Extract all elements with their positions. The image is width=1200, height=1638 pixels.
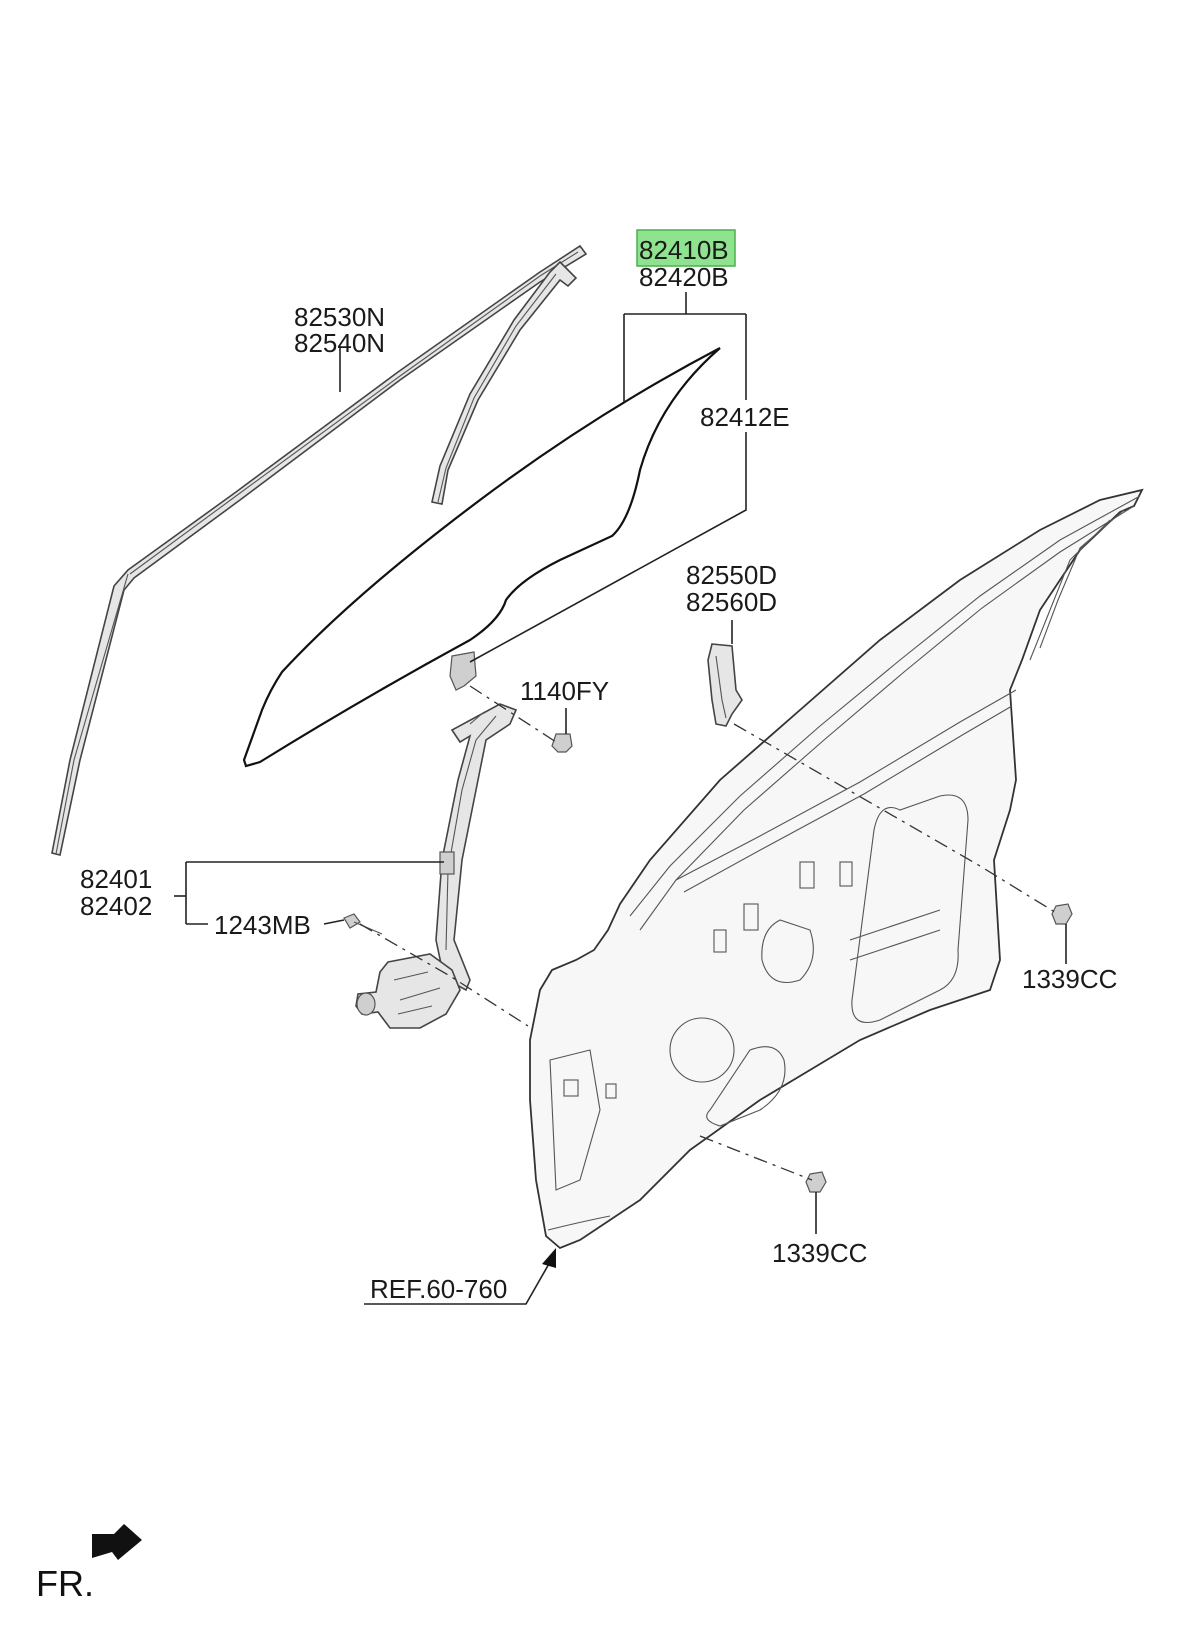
lower-channel[interactable] [707,643,743,727]
window-regulator[interactable] [435,703,518,992]
bolt-1243mb[interactable] [343,913,383,935]
label-82560d[interactable]: 82560D [686,587,777,617]
leader-lines [174,292,1067,1305]
label-1339cc-upper[interactable]: 1339CC [1022,964,1117,994]
door-inner-panel[interactable] [529,488,1144,1250]
label-82402[interactable]: 82402 [80,891,152,921]
arrow-down-left-icon [92,1524,142,1560]
alignment-lines [359,685,1059,1181]
door-run-channel[interactable] [51,244,588,856]
label-82540n[interactable]: 82540N [294,328,385,358]
label-1243mb[interactable]: 1243MB [214,910,311,940]
label-1140fy[interactable]: 1140FY [520,676,609,706]
nut-lower[interactable] [805,1171,827,1193]
glass-holder-bracket[interactable] [449,651,477,691]
front-indicator: FR. [36,1524,142,1604]
door-glass[interactable] [242,347,721,768]
regulator-motor[interactable] [355,953,461,1029]
label-82401[interactable]: 82401 [80,864,152,894]
label-82420b[interactable]: 82420B [639,262,729,292]
division-channel[interactable] [431,260,578,505]
highlight-box [636,229,736,267]
label-1339cc-lower[interactable]: 1339CC [772,1238,867,1268]
bolt-1140fy[interactable] [551,733,573,753]
nut-upper[interactable] [1051,903,1073,925]
label-82412e[interactable]: 82412E [700,402,790,432]
fr-label: FR. [36,1563,94,1604]
label-82410b[interactable]: 82410B [639,235,729,265]
label-82550d[interactable]: 82550D [686,560,777,590]
label-82530n[interactable]: 82530N [294,302,385,332]
label-ref-60-760[interactable]: REF.60-760 [370,1274,507,1304]
